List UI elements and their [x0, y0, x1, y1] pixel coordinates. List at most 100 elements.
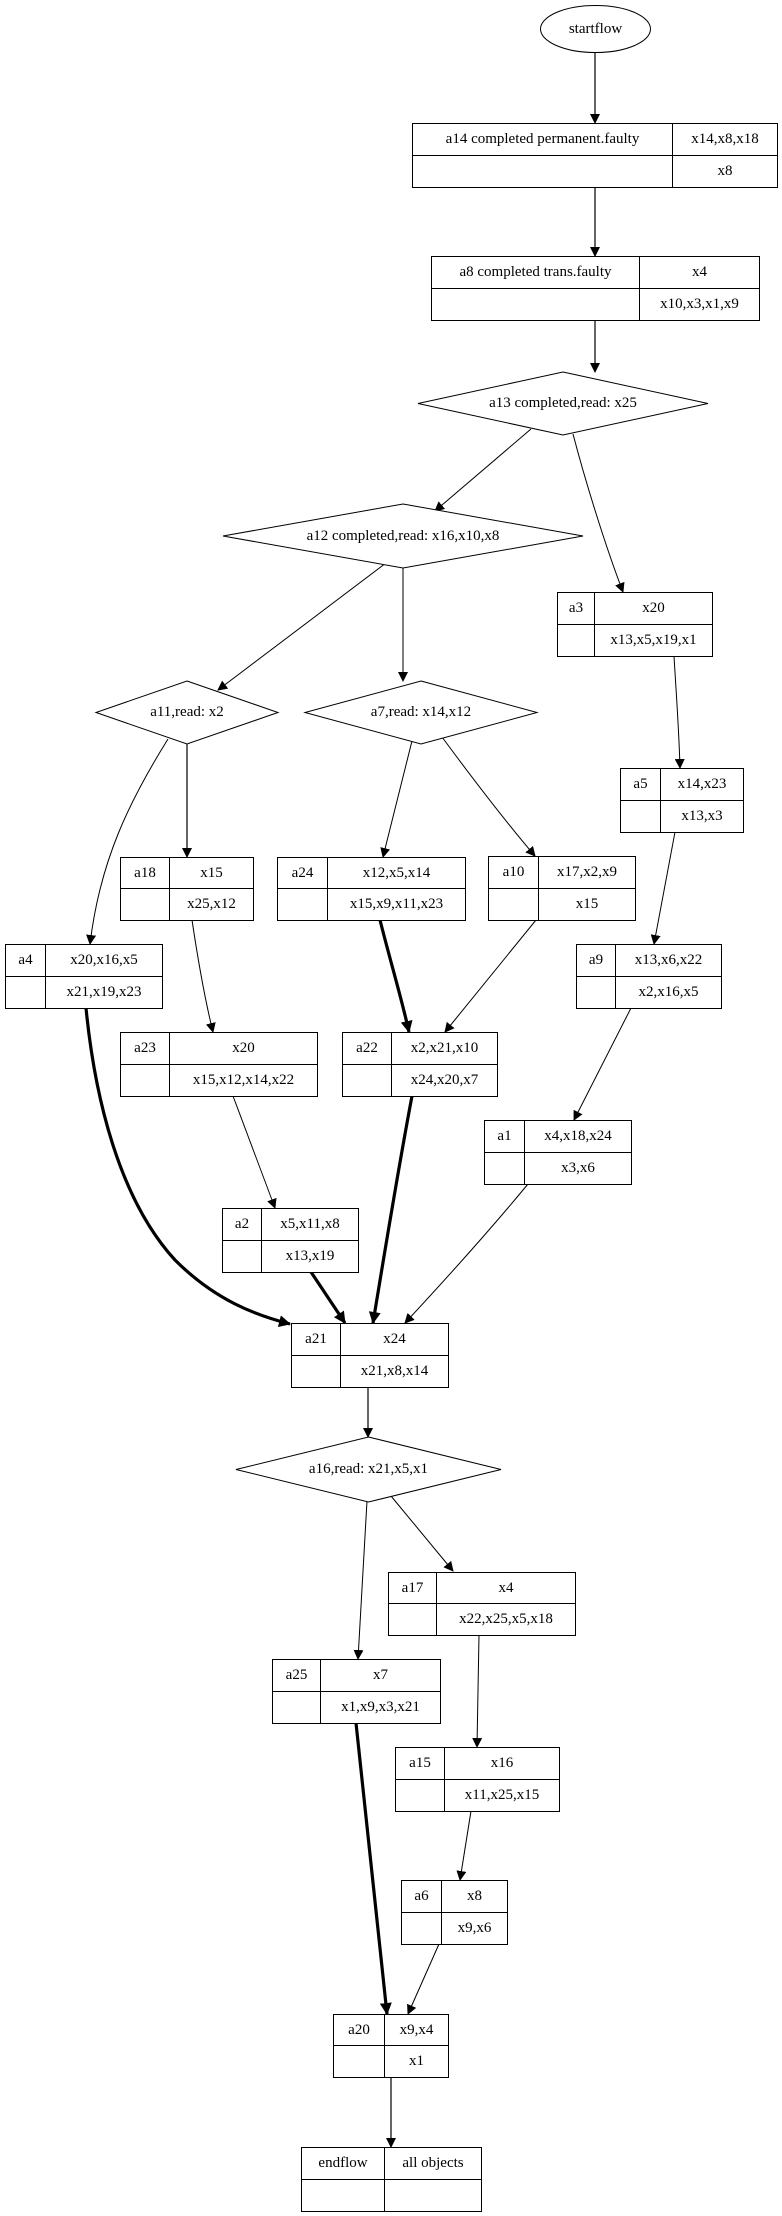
node-top-objects: x4 — [640, 257, 759, 289]
edge-a2-a21[interactable] — [309, 1271, 347, 1324]
edge-a7-a24 — [380, 740, 413, 858]
edge-a22-a21[interactable] — [368, 1095, 414, 1324]
node-empty-cell — [402, 1912, 442, 1944]
edge-a9-a1 — [573, 1007, 632, 1121]
node-a3[interactable]: a3 x20 x13,x5,x19,x1 — [557, 592, 713, 657]
decision-a16[interactable]: a16,read: x21,x5,x1 — [235, 1436, 502, 1503]
edge-a11-a4 — [86, 738, 169, 945]
node-a8[interactable]: a8 completed trans.faulty x4 x10,x3,x1,x… — [431, 256, 760, 321]
decision-label: a13 completed,read: x25 — [489, 395, 637, 411]
node-a9[interactable]: a9 x13,x6,x22 x2,x16,x5 — [576, 944, 722, 1009]
node-label: a22 — [343, 1033, 392, 1065]
node-bottom-objects: x15,x12,x14,x22 — [192, 1071, 295, 1088]
decision-a7[interactable]: a7,read: x14,x12 — [303, 680, 539, 745]
node-a5[interactable]: a5 x14,x23 x13,x3 — [620, 768, 744, 833]
node-a1[interactable]: a1 x4,x18,x24 x3,x6 — [484, 1120, 632, 1185]
node-top-objects: x24 — [341, 1324, 448, 1356]
node-a10[interactable]: a10 x17,x2,x9 x15 — [488, 856, 636, 921]
node-a22[interactable]: a22 x2,x21,x10 x24,x20,x7 — [342, 1032, 498, 1097]
node-a23[interactable]: a23 x20 x15,x12,x14,x22 — [120, 1032, 318, 1097]
node-endflow[interactable]: endflow all objects — [301, 2147, 482, 2212]
node-empty-cell — [278, 889, 328, 920]
diamond-shape — [94, 680, 280, 745]
decision-label: a16,read: x21,x5,x1 — [308, 1461, 429, 1477]
decision-a11[interactable]: a11,read: x2 — [94, 680, 280, 745]
node-top-objects: all objects — [385, 2148, 481, 2180]
node-bottom-objects: x8 — [717, 162, 733, 179]
node-bottom-objects: x22,x25,x5,x18 — [459, 1611, 553, 1627]
node-label: a8 completed trans.faulty — [432, 257, 640, 289]
node-a2[interactable]: a2 x5,x11,x8 x13,x19 — [222, 1208, 359, 1273]
node-a6[interactable]: a6 x8 x9,x6 — [401, 1880, 508, 1945]
node-bottom-objects: x10,x3,x1,x9 — [660, 295, 739, 312]
node-empty-cell — [485, 1152, 525, 1184]
node-top-objects: x8 — [442, 1881, 507, 1913]
edge-a24-a22[interactable] — [378, 919, 413, 1033]
node-empty-cell — [396, 1779, 445, 1811]
decision-label: a12 completed,read: x16,x10,x8 — [306, 527, 500, 544]
node-empty-cell — [577, 976, 616, 1008]
node-empty-cell — [432, 288, 640, 320]
node-label: a17 — [389, 1573, 437, 1604]
edge-a4-a21[interactable] — [84, 1007, 291, 1328]
node-empty-cell — [558, 624, 595, 656]
node-bottom-objects: x13,x5,x19,x1 — [610, 631, 697, 648]
node-top-objects: x15 — [170, 858, 253, 889]
node-a17[interactable]: a17 x4 x22,x25,x5,x18 — [388, 1572, 576, 1636]
node-top-objects: x4,x18,x24 — [525, 1121, 631, 1153]
edge-a25-a20[interactable] — [354, 1722, 392, 2015]
node-label: a14 completed permanent.faulty — [413, 124, 673, 156]
node-empty-cell — [121, 889, 170, 920]
edge-a12-a11 — [217, 562, 387, 691]
node-label: a6 — [402, 1881, 442, 1913]
node-a18[interactable]: a18 x15 x25,x12 — [120, 857, 254, 921]
node-label: a24 — [278, 858, 328, 889]
start-node-label: startflow — [568, 20, 623, 37]
node-label: a10 — [489, 857, 539, 889]
node-empty-cell — [389, 1604, 437, 1635]
node-bottom-objects — [385, 2180, 481, 2212]
node-top-objects: x20,x16,x5 — [46, 945, 162, 977]
node-a24[interactable]: a24 x12,x5,x14 x15,x9,x11,x23 — [277, 857, 466, 921]
node-top-objects: x14,x8,x18 — [673, 124, 777, 156]
node-bottom-objects: x11,x25,x15 — [464, 1786, 540, 1803]
edge-a13-a12 — [434, 428, 532, 512]
node-label: a20 — [334, 2015, 385, 2046]
node-label: a21 — [292, 1324, 341, 1356]
node-a20[interactable]: a20 x9,x4 x1 — [333, 2014, 449, 2078]
edge-a3-a5 — [673, 655, 685, 769]
node-bottom-objects: x9,x6 — [457, 1919, 492, 1936]
node-a25[interactable]: a25 x7 x1,x9,x3,x21 — [272, 1659, 441, 1724]
node-label: a9 — [577, 945, 616, 977]
node-empty-cell — [273, 1691, 321, 1723]
node-empty-cell — [121, 1064, 170, 1096]
node-bottom-objects: x25,x12 — [187, 896, 236, 912]
node-bottom-objects: x13,x3 — [681, 807, 723, 824]
node-top-objects: x2,x21,x10 — [392, 1033, 497, 1065]
edge-a5-a9 — [650, 831, 676, 945]
decision-a13[interactable]: a13 completed,read: x25 — [417, 371, 709, 436]
node-label: a3 — [558, 593, 595, 625]
node-a21[interactable]: a21 x24 x21,x8,x14 — [291, 1323, 449, 1388]
decision-a12[interactable]: a12 completed,read: x16,x10,x8 — [222, 503, 584, 569]
edge-a15-a6 — [456, 1810, 472, 1881]
edge-a10-a22 — [444, 919, 537, 1033]
diamond-shape — [222, 503, 584, 569]
node-a14[interactable]: a14 completed permanent.faulty x14,x8,x1… — [412, 123, 778, 188]
edge-a16-a17 — [390, 1495, 454, 1572]
node-top-objects: x12,x5,x14 — [328, 858, 465, 889]
start-node[interactable]: startflow — [540, 5, 651, 53]
node-top-objects: x7 — [321, 1660, 440, 1692]
node-empty-cell — [6, 976, 46, 1008]
diamond-shape — [303, 680, 539, 745]
node-a4[interactable]: a4 x20,x16,x5 x21,x19,x23 — [5, 944, 163, 1009]
node-bottom-objects: x21,x8,x14 — [360, 1362, 429, 1379]
edge-a1-a21 — [404, 1183, 529, 1324]
edge-a18-a23 — [191, 919, 216, 1033]
node-label: a1 — [485, 1121, 525, 1153]
node-label: endflow — [302, 2148, 385, 2180]
node-a15[interactable]: a15 x16 x11,x25,x15 — [395, 1747, 560, 1812]
node-bottom-objects: x1 — [409, 2053, 424, 2069]
node-bottom-objects: x15,x9,x11,x23 — [349, 896, 444, 912]
